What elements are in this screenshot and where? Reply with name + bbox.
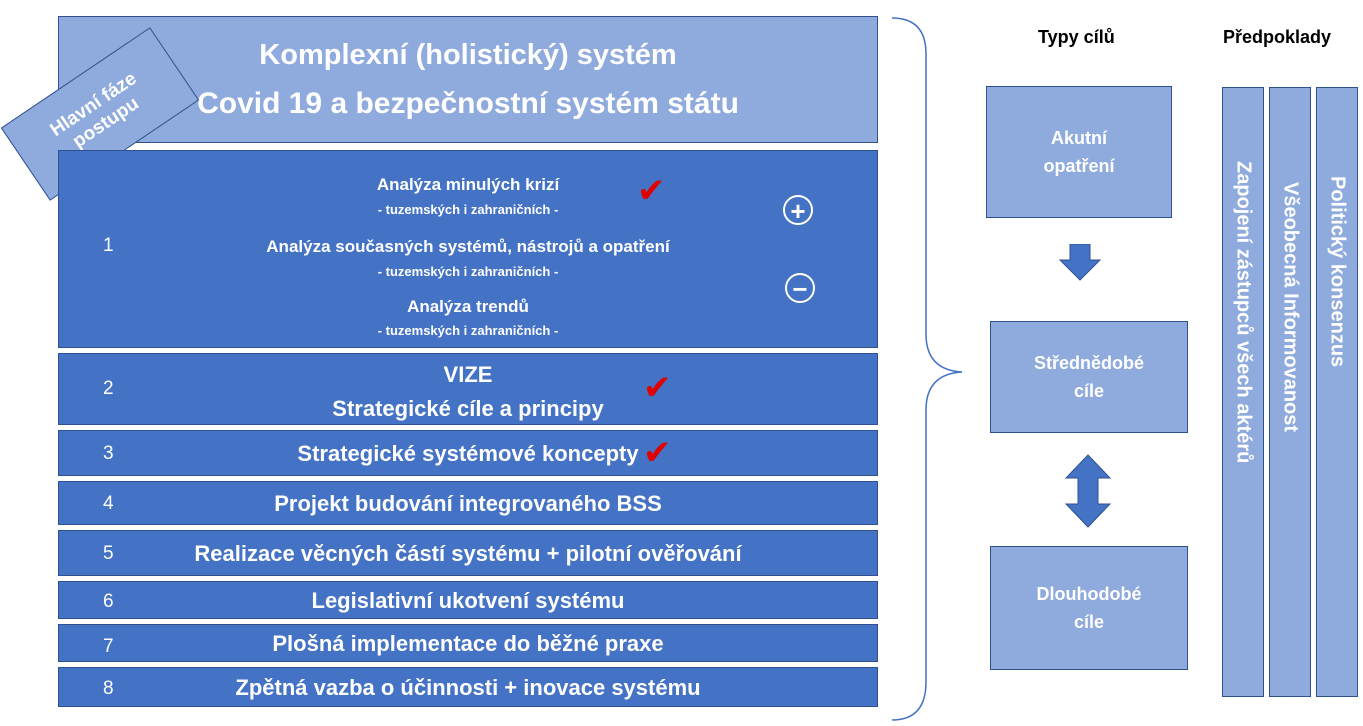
step-number: 3	[103, 443, 114, 464]
step-7-box: 7 Plošná implementace do běžné praxe	[58, 624, 878, 662]
double-arrow-icon	[1064, 454, 1112, 528]
step-7-title: Plošná implementace do běžné praxe	[272, 631, 664, 656]
goal-box-longterm: Dlouhodobé cíle	[990, 546, 1188, 670]
header-box: Komplexní (holistický) systém Covid 19 a…	[58, 16, 878, 143]
step-1-item-3-sub: - tuzemských i zahraničních -	[377, 323, 559, 338]
step-1-item-2-title: Analýza současných systémů, nástrojů a o…	[266, 237, 670, 256]
step-3-box: 3 Strategické systémové koncepty ✔	[58, 430, 878, 476]
step-3-title: Strategické systémové koncepty	[297, 441, 639, 466]
plus-icon: +	[783, 195, 813, 225]
arrow-down-icon	[1058, 244, 1102, 281]
prerequisites-heading: Předpoklady	[1223, 27, 1332, 47]
step-1-item-3-title: Analýza trendů	[407, 297, 529, 316]
step-2-line1: VIZE	[443, 362, 493, 387]
prerequisite-consensus: Politický konsenzus	[1316, 87, 1358, 697]
step-1-item-1-title: Analýza minulých krizí	[376, 175, 560, 194]
step-2-box: 2 VIZE Strategické cíle a principy ✔	[58, 353, 878, 425]
header-title-line1: Komplexní (holistický) systém	[259, 39, 677, 71]
goal-box-midterm-line1: Střednědobé	[1033, 353, 1144, 373]
step-1-box: 1 Analýza minulých krizí - tuzemských i …	[58, 150, 878, 348]
checkmark-icon: ✔	[643, 369, 672, 407]
step-8-title: Zpětná vazba o účinnosti + inovace systé…	[235, 675, 701, 700]
goal-box-midterm-line2: cíle	[1073, 381, 1105, 401]
step-2-line2: Strategické cíle a principy	[332, 396, 604, 421]
goal-box-longterm-line2: cíle	[1073, 612, 1105, 632]
step-1-item-1-sub: - tuzemských i zahraničních -	[377, 202, 559, 217]
minus-icon: −	[785, 273, 815, 303]
step-5-box: 5 Realizace věcných částí systému + pilo…	[58, 530, 878, 576]
goal-box-midterm: Střednědobé cíle	[990, 321, 1188, 433]
prerequisite-stakeholders: Zapojení zástupců všech aktérů	[1222, 87, 1264, 697]
goal-types-heading: Typy cílů	[1038, 27, 1115, 47]
step-number: 7	[103, 636, 114, 657]
header-title-line2: Covid 19 a bezpečnostní systém státu	[197, 87, 739, 120]
step-1-item-2-sub: - tuzemských i zahraničních -	[377, 264, 559, 279]
goal-box-acute-line2: opatření	[1043, 156, 1115, 176]
step-number: 8	[103, 678, 114, 699]
step-number: 6	[103, 591, 114, 612]
step-number: 1	[103, 235, 114, 256]
step-4-title: Projekt budování integrovaného BSS	[274, 491, 662, 516]
goal-box-longterm-line1: Dlouhodobé	[1036, 584, 1142, 604]
step-4-box: 4 Projekt budování integrovaného BSS	[58, 481, 878, 525]
step-6-title: Legislativní ukotvení systému	[311, 588, 625, 613]
step-number: 5	[103, 543, 114, 564]
checkmark-icon: ✔	[637, 172, 666, 210]
step-5-title: Realizace věcných částí systému + pilotn…	[194, 541, 742, 566]
prerequisite-awareness-label: Všeobecná Informovanost	[1279, 181, 1302, 433]
prerequisite-awareness: Všeobecná Informovanost	[1269, 87, 1311, 697]
goal-box-acute-line1: Akutní	[1051, 128, 1107, 148]
step-8-box: 8 Zpětná vazba o účinnosti + inovace sys…	[58, 667, 878, 707]
step-number: 4	[103, 493, 114, 514]
prerequisite-stakeholders-label: Zapojení zástupců všech aktérů	[1232, 160, 1255, 464]
step-number: 2	[103, 378, 114, 399]
goal-box-acute: Akutní opatření	[986, 86, 1172, 218]
curly-brace	[891, 17, 963, 721]
step-6-box: 6 Legislativní ukotvení systému	[58, 581, 878, 619]
prerequisite-consensus-label: Politický konsenzus	[1326, 176, 1349, 368]
checkmark-icon: ✔	[643, 434, 672, 472]
